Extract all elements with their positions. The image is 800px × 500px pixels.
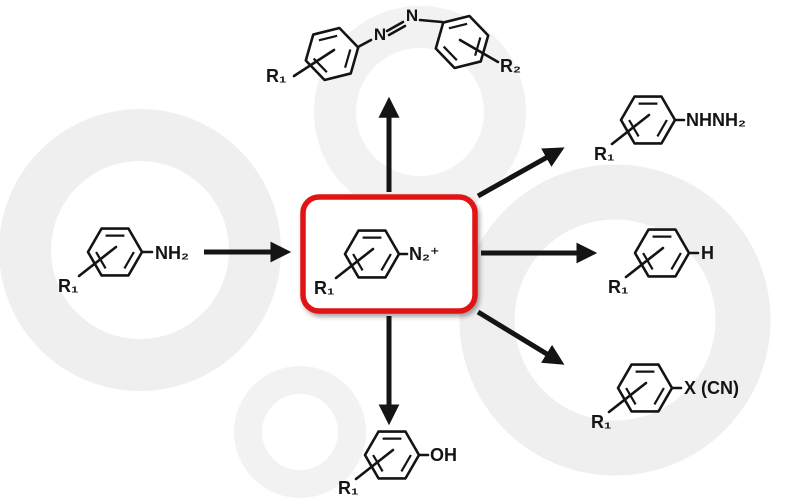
benzene-ring bbox=[616, 363, 674, 413]
aniline-structure: R₁ NH₂ bbox=[58, 227, 189, 296]
azo-product-structure: R₁ N N R₂ bbox=[266, 6, 521, 86]
nitrogen-label: N bbox=[406, 6, 418, 25]
group-label-h: H bbox=[701, 243, 714, 263]
benzene-ring bbox=[633, 228, 691, 278]
benzene-ring bbox=[363, 430, 421, 480]
variable-position-bond bbox=[292, 48, 336, 78]
group-label-oh: OH bbox=[430, 445, 457, 465]
phenol-product-structure: R₁ OH bbox=[338, 430, 457, 498]
arene-product-structure: R₁ H bbox=[608, 228, 714, 297]
arrow-to-halide bbox=[476, 309, 565, 365]
substituent-label-r1: R₁ bbox=[591, 412, 611, 432]
benzene-ring bbox=[86, 227, 144, 277]
substituent-label-r1: R₁ bbox=[594, 144, 614, 164]
benzene-ring bbox=[343, 229, 401, 279]
variable-position-bond bbox=[458, 38, 500, 64]
halide-product-structure: R₁ X (CN) bbox=[591, 363, 739, 432]
variable-position-bond bbox=[610, 113, 651, 146]
substituent-label-r1: R₁ bbox=[608, 277, 628, 297]
variable-position-bond bbox=[77, 245, 118, 278]
substituent-label-r1: R₁ bbox=[314, 278, 334, 298]
group-label-nhnh2: NHNH₂ bbox=[686, 110, 746, 130]
group-label-x-cn: X (CN) bbox=[684, 378, 739, 398]
variable-position-bond bbox=[624, 246, 665, 279]
nitrogen-label: N bbox=[374, 25, 386, 44]
group-label-n2plus: N₂⁺ bbox=[409, 244, 440, 264]
arrow-to-hydrazine bbox=[476, 147, 565, 199]
diazonium-structure: R₁ N₂⁺ bbox=[314, 229, 440, 298]
variable-position-bond bbox=[354, 448, 395, 481]
substituent-label-r1: R₁ bbox=[266, 66, 286, 86]
variable-position-bond bbox=[334, 247, 375, 280]
substituent-label-r1: R₁ bbox=[338, 478, 358, 498]
hydrazine-product-structure: R₁ NHNH₂ bbox=[594, 95, 746, 164]
group-label-nh2: NH₂ bbox=[155, 243, 189, 263]
substituent-label-r2: R₂ bbox=[500, 56, 521, 76]
substituent-label-r1: R₁ bbox=[58, 276, 78, 296]
n-n-double-bond bbox=[387, 24, 407, 37]
ring-to-n-bond bbox=[356, 38, 373, 49]
n-n-double-bond bbox=[385, 20, 405, 33]
benzene-ring bbox=[619, 95, 677, 145]
n-to-ring-bond bbox=[418, 18, 444, 24]
variable-position-bond bbox=[607, 381, 648, 414]
